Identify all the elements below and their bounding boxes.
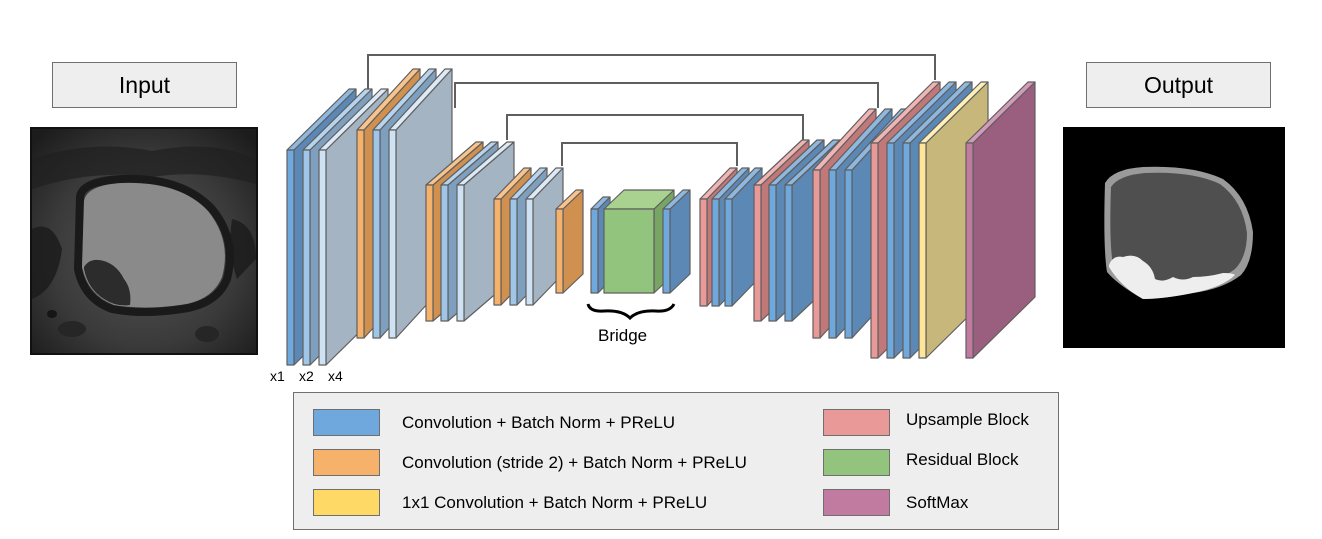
multiplier-label-x4: x4 — [328, 368, 343, 384]
block-front — [603, 208, 655, 294]
legend-swatch-softmax — [823, 489, 890, 516]
input-label-text: Input — [118, 71, 171, 98]
block-front — [590, 208, 599, 294]
block-front — [456, 184, 465, 322]
block-front — [828, 169, 837, 339]
block-front — [662, 208, 671, 294]
skip-connections — [367, 54, 936, 166]
block-front — [302, 149, 311, 366]
bridge-label: Bridge — [598, 326, 648, 345]
block-front — [918, 142, 927, 359]
input-label: Input — [52, 62, 237, 108]
skip-connection-4 — [561, 142, 738, 166]
skip-connection-1 — [367, 54, 936, 93]
legend-label: SoftMax — [906, 492, 969, 512]
block-front — [886, 142, 895, 359]
legend-swatch-conv-stride2 — [313, 449, 380, 476]
legend-label: Residual Block — [906, 449, 1019, 469]
block-front — [812, 169, 821, 339]
legend-item-upsample: Upsample Block — [823, 409, 1029, 436]
block-front — [525, 198, 534, 306]
block-front — [372, 129, 381, 339]
block-front — [425, 184, 434, 322]
block-front — [870, 142, 879, 359]
legend-item-conv: Convolution + Batch Norm + PReLU — [313, 409, 675, 436]
block-front — [388, 129, 397, 339]
block-front — [844, 169, 853, 339]
block-front — [902, 142, 911, 359]
layer-blocks — [286, 68, 1036, 366]
legend-swatch-conv — [313, 409, 380, 436]
legend-item-conv-stride2: Convolution (stride 2) + Batch Norm + PR… — [313, 449, 747, 476]
bridge-brace — [586, 303, 676, 321]
output-softmax — [965, 81, 1036, 359]
legend-item-softmax: SoftMax — [823, 489, 968, 516]
multiplier-label-x1: x1 — [270, 368, 285, 384]
block-front — [753, 184, 762, 322]
block-front — [555, 208, 564, 294]
block-front — [356, 129, 365, 339]
bridge-conv-b — [662, 189, 691, 294]
legend: Convolution + Batch Norm + PReLU Convolu… — [293, 392, 1059, 530]
legend-item-conv-1x1: 1x1 Convolution + Batch Norm + PReLU — [313, 489, 707, 516]
block-front — [784, 184, 793, 322]
legend-swatch-upsample — [823, 409, 890, 436]
block-front — [440, 184, 449, 322]
block-front — [768, 184, 777, 322]
input-mri-image — [30, 127, 258, 355]
legend-label: Convolution (stride 2) + Batch Norm + PR… — [402, 452, 747, 472]
block-front — [724, 198, 733, 307]
legend-label: Upsample Block — [906, 409, 1029, 429]
legend-swatch-conv-1x1 — [313, 489, 380, 516]
block-front — [318, 149, 327, 366]
legend-item-residual: Residual Block — [823, 449, 1018, 476]
output-segmentation-image — [1063, 127, 1285, 348]
output-label: Output — [1086, 62, 1271, 108]
bridge-conv-stride2 — [555, 189, 584, 294]
block-front — [965, 142, 974, 359]
block-front — [286, 149, 295, 366]
multiplier-label-x2: x2 — [299, 368, 314, 384]
block-front — [711, 198, 720, 307]
legend-label: Convolution + Batch Norm + PReLU — [402, 412, 676, 432]
legend-label: 1x1 Convolution + Batch Norm + PReLU — [402, 492, 708, 512]
block-front — [699, 198, 708, 307]
block-front — [509, 198, 518, 306]
legend-swatch-residual — [823, 449, 890, 476]
skip-connection-3 — [506, 114, 804, 140]
skip-connection-2 — [454, 82, 879, 108]
block-front — [493, 198, 502, 306]
output-label-text: Output — [1143, 71, 1214, 98]
